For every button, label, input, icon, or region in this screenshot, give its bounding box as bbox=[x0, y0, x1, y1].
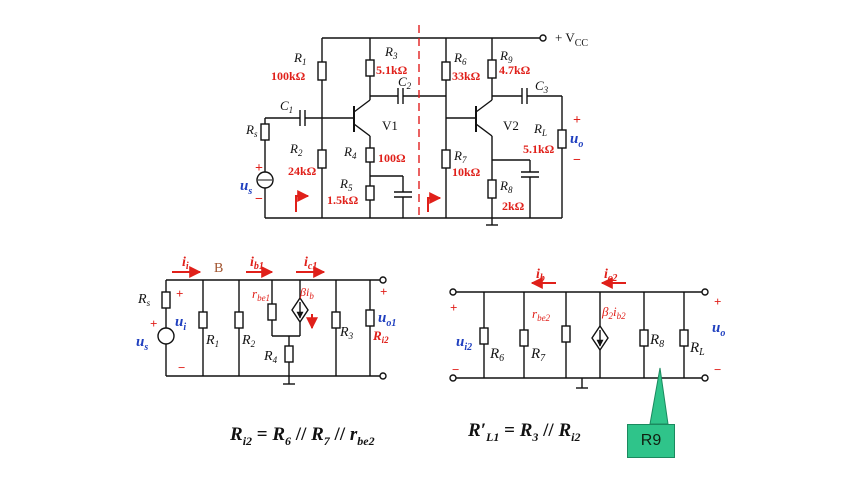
left-equivalent-circuit bbox=[157, 276, 387, 385]
r2-label: R2 bbox=[289, 141, 303, 158]
left-beta-label: βib bbox=[299, 285, 314, 301]
r5-label: R5 bbox=[339, 176, 353, 193]
left-plus-2: + bbox=[150, 316, 157, 331]
rl-label: RL bbox=[533, 121, 547, 138]
r8-value: 2kΩ bbox=[502, 199, 525, 213]
us-label: us bbox=[240, 178, 252, 197]
right-r7-label: R7 bbox=[530, 346, 546, 364]
signal-path-arrows bbox=[295, 190, 442, 212]
right-ui2-label: ui2 bbox=[456, 334, 472, 353]
right-uo-label: uo bbox=[712, 320, 725, 339]
left-r2-label: R2 bbox=[241, 333, 256, 349]
left-rbe1-label: rbe1 bbox=[252, 286, 270, 303]
r9-value: 4.7kΩ bbox=[499, 63, 531, 77]
left-ib1-label: ib1 bbox=[250, 255, 264, 272]
r3-label: R3 bbox=[384, 44, 398, 61]
equation-ri2: Ri2 = R6 // R7 // rbe2 bbox=[230, 424, 375, 448]
right-beta-label: β2ib2 bbox=[601, 304, 626, 321]
left-minus-1: − bbox=[178, 360, 185, 375]
left-r1-label: R1 bbox=[205, 333, 219, 349]
left-r3-label: R3 bbox=[339, 325, 354, 341]
left-r4-label: R4 bbox=[263, 349, 278, 365]
right-minus-1: − bbox=[452, 362, 459, 377]
right-rbe2-label: rbe2 bbox=[532, 306, 551, 323]
r2-value: 24kΩ bbox=[288, 164, 317, 178]
left-ic1-label: ic1 bbox=[304, 255, 317, 272]
right-plus-2: + bbox=[714, 294, 721, 309]
left-plus-1: + bbox=[176, 286, 183, 301]
uo-plus: + bbox=[573, 113, 581, 128]
r6-value: 33kΩ bbox=[452, 69, 481, 83]
left-ri2-label: Ri2 bbox=[372, 328, 389, 345]
r1-label: R1 bbox=[293, 50, 306, 67]
right-ic2-label: ic2 bbox=[604, 267, 617, 284]
vcc-label: + VCC bbox=[555, 30, 588, 49]
right-minus-2: − bbox=[714, 362, 721, 377]
right-rl-label: RL bbox=[689, 340, 705, 358]
rl-value: 5.1kΩ bbox=[523, 142, 555, 156]
r3-value: 5.1kΩ bbox=[376, 63, 408, 77]
v1-label: V1 bbox=[382, 118, 398, 133]
r7-label: R7 bbox=[453, 148, 467, 165]
top-circuit bbox=[256, 34, 567, 226]
right-r8-label: R8 bbox=[649, 332, 664, 350]
c1-label: C1 bbox=[280, 98, 293, 115]
uo-label: uo bbox=[570, 131, 583, 150]
left-rs-label: Rs bbox=[137, 292, 151, 308]
right-plus-1: + bbox=[450, 300, 457, 315]
us-minus: − bbox=[255, 192, 263, 207]
equation-rl1: R′L1 = R3 // Ri2 bbox=[468, 420, 581, 444]
left-current-arrows bbox=[172, 266, 326, 330]
r4-value: 100Ω bbox=[378, 151, 406, 165]
node-b-label: B bbox=[214, 261, 223, 276]
r1-value: 100kΩ bbox=[271, 69, 306, 83]
left-ii-label: ii bbox=[182, 255, 189, 272]
right-r6-label: R6 bbox=[489, 346, 504, 364]
left-us-label: us bbox=[136, 334, 148, 353]
r6-label: R6 bbox=[453, 50, 467, 67]
r5-value: 1.5kΩ bbox=[327, 193, 359, 207]
r7-value: 10kΩ bbox=[452, 165, 481, 179]
left-ui-label: ui bbox=[175, 314, 186, 333]
c2-label: C2 bbox=[398, 74, 412, 91]
r9-label: R9 bbox=[499, 48, 513, 65]
v2-label: V2 bbox=[503, 118, 519, 133]
c3-label: C3 bbox=[535, 78, 549, 95]
left-uo1-label: uo1 bbox=[378, 310, 396, 329]
r8-label: R8 bbox=[499, 178, 513, 195]
right-ib-label: ib bbox=[536, 267, 545, 284]
left-plus-3: + bbox=[380, 284, 387, 299]
rs-label: Rs bbox=[245, 122, 258, 139]
callout-pointer bbox=[649, 367, 669, 425]
r9-callout: R9 bbox=[627, 424, 675, 458]
right-equivalent-circuit bbox=[449, 288, 709, 389]
r4-label: R4 bbox=[343, 144, 357, 161]
us-plus: + bbox=[255, 161, 263, 176]
uo-minus: − bbox=[573, 153, 581, 168]
